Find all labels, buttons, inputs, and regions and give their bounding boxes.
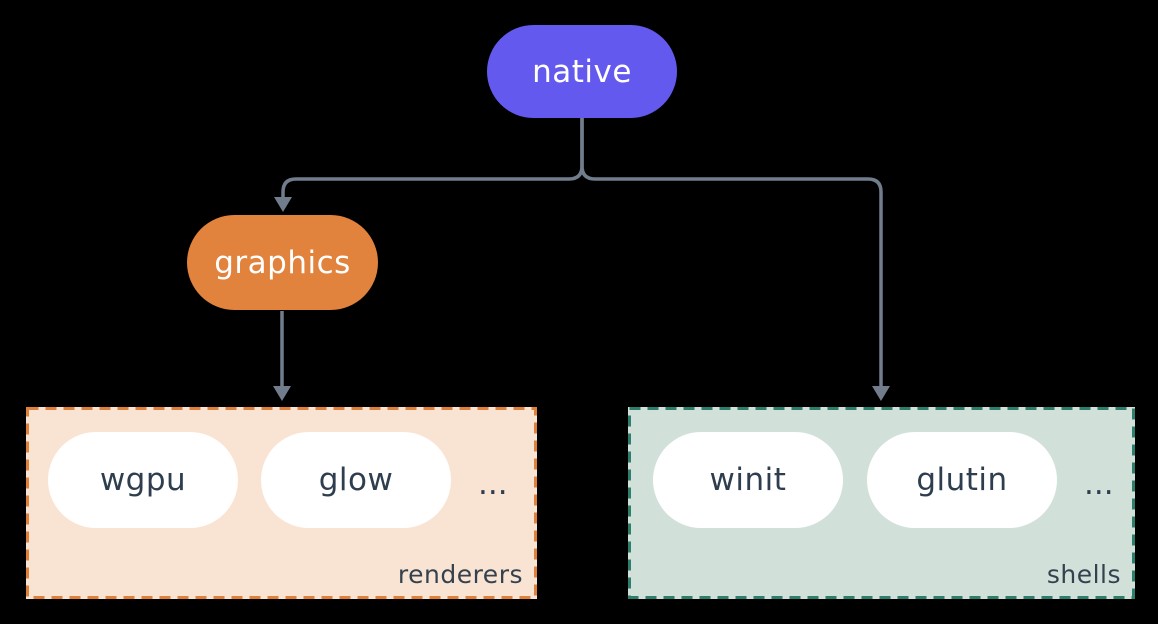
pill-glutin-label: glutin — [916, 462, 1008, 498]
node-graphics-label: graphics — [214, 244, 351, 281]
group-renderers-label: renderers — [397, 560, 523, 589]
pill-glow: glow — [261, 432, 451, 528]
pill-glutin: glutin — [867, 432, 1057, 528]
group-shells: winit glutin ... shells — [628, 407, 1135, 599]
renderers-ellipsis: ... — [478, 466, 508, 502]
pill-glow-label: glow — [318, 462, 394, 498]
pill-winit: winit — [653, 432, 843, 528]
node-graphics: graphics — [187, 215, 378, 310]
arrowhead-to-shells — [872, 386, 890, 401]
shells-pill-row: winit glutin ... — [628, 432, 1114, 528]
pill-wgpu-label: wgpu — [99, 462, 187, 498]
shells-ellipsis: ... — [1084, 466, 1114, 502]
node-native: native — [487, 25, 677, 118]
node-native-label: native — [532, 53, 632, 90]
arrowhead-to-renderers — [273, 386, 291, 401]
pill-winit-label: winit — [709, 462, 787, 498]
pill-wgpu: wgpu — [48, 432, 238, 528]
renderers-pill-row: wgpu glow ... — [26, 432, 508, 528]
edge-native-to-graphics — [281, 118, 584, 198]
arrowhead-to-graphics — [274, 197, 292, 212]
edge-native-to-shells — [580, 118, 883, 387]
group-renderers: wgpu glow ... renderers — [26, 407, 537, 599]
group-shells-label: shells — [1046, 560, 1121, 589]
